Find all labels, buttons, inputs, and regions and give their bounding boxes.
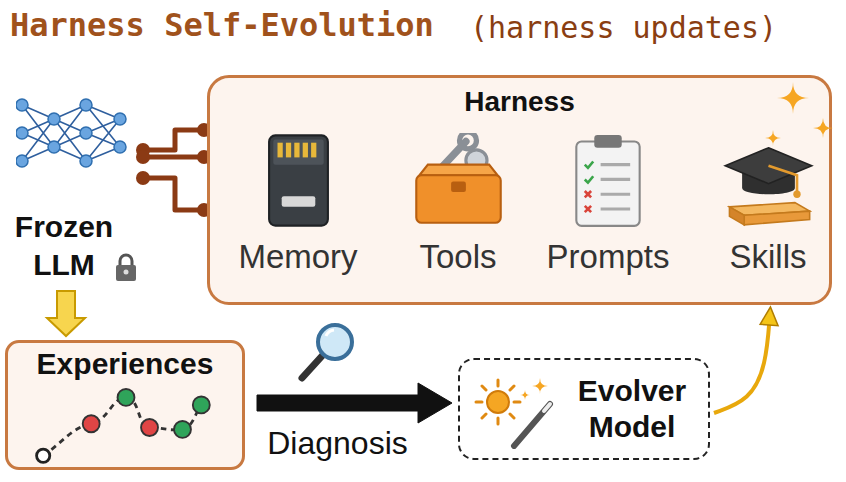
skills-tile: Skills	[708, 130, 828, 300]
plug-connector	[143, 130, 204, 150]
neural-net-icon	[16, 99, 126, 167]
sparkle-icon	[765, 82, 833, 146]
evolver-box: Evolver Model	[458, 358, 710, 460]
sparkle-icon	[755, 80, 835, 150]
lock-icon	[114, 252, 138, 282]
memory-icon	[269, 135, 328, 225]
edge-label: Diagnosis	[264, 425, 411, 462]
node-label: Experiences	[8, 347, 242, 381]
node-label: Prompts	[540, 130, 677, 276]
tools-tile: Tools	[398, 130, 518, 300]
node-label: Harness	[210, 86, 829, 118]
evolver-icon	[476, 378, 550, 446]
icon-part	[302, 356, 322, 378]
clipboard-icon	[576, 135, 639, 226]
lock-icon	[116, 255, 136, 281]
trajectory-illustration	[37, 389, 210, 462]
plug-connector	[143, 155, 204, 160]
memory-tile: Memory	[231, 130, 364, 300]
block-arrow	[257, 383, 452, 423]
trajectory-illustration	[26, 388, 226, 468]
prompts-tile: Prompts	[540, 130, 677, 300]
subtitle-label: (harness updates)	[470, 10, 777, 45]
toolbox-icon	[411, 133, 506, 228]
diagram-title: Harness Self-Evolution	[10, 6, 434, 44]
neural-net-icon	[16, 97, 128, 169]
icon-part	[318, 325, 352, 359]
memory-icon	[267, 133, 330, 228]
plug-connector	[143, 178, 204, 210]
skills-icon	[725, 148, 812, 225]
magnifier-icon	[302, 325, 352, 378]
experiences-box: Experiences	[5, 340, 245, 470]
block-arrow	[47, 291, 85, 336]
node-label: Evolver Model	[562, 373, 702, 445]
update-arrow	[714, 313, 770, 413]
toolbox-icon	[416, 132, 500, 223]
node-label: Tools	[398, 130, 518, 276]
clipboard-icon	[571, 133, 645, 228]
node-label: Skills	[708, 130, 828, 276]
harness-box: HarnessMemory ToolsPrompts Skills	[207, 75, 832, 305]
node-label: Memory	[231, 130, 364, 276]
llm-node: Frozen LLM	[8, 92, 153, 287]
node-label: Frozen LLM	[8, 208, 120, 283]
icon-part	[326, 330, 334, 336]
skills-icon	[721, 133, 816, 228]
evolver-icon	[470, 374, 560, 449]
